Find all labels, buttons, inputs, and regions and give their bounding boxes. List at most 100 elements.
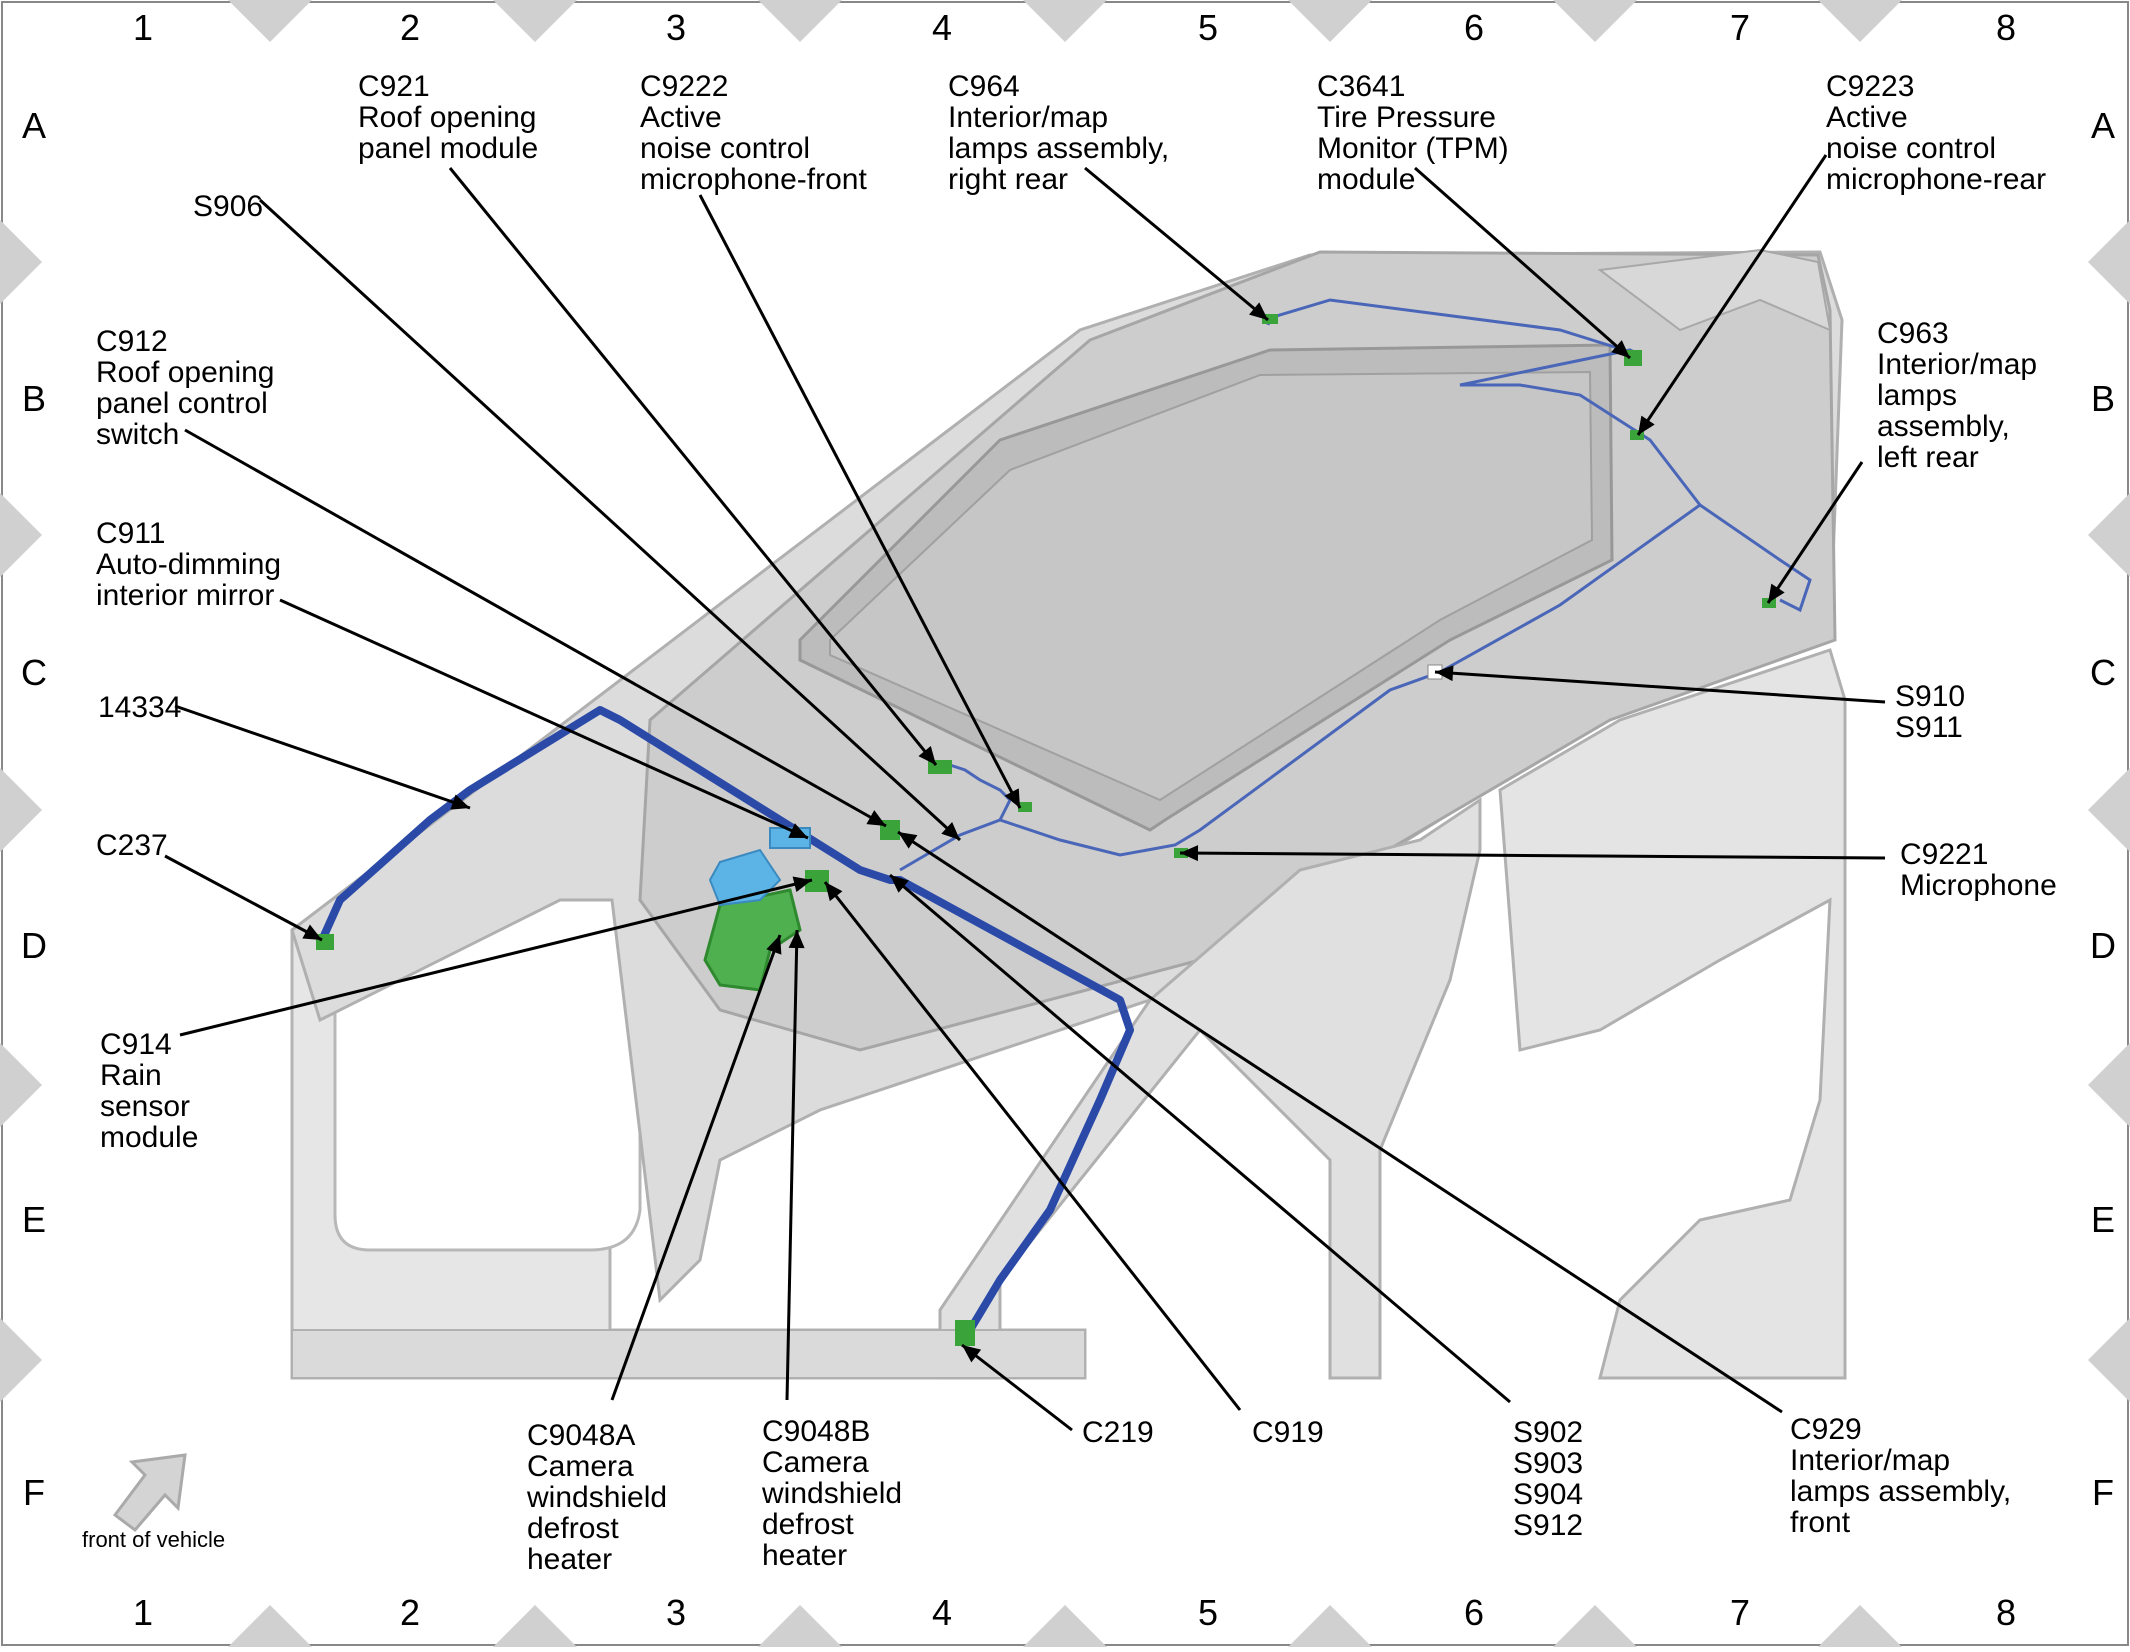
grid-column-bottom: 8 — [1996, 1592, 2016, 1633]
grid-row-left: B — [22, 378, 46, 419]
frame-diamond-top — [1553, 0, 1637, 42]
callout-line: windshield — [526, 1481, 667, 1514]
grid-column-top: 4 — [932, 7, 952, 48]
leader-line — [258, 198, 962, 842]
callout-line: Monitor (TPM) — [1317, 132, 1509, 165]
callout-n14334: 14334 — [98, 691, 471, 810]
grid-row-right: D — [2090, 925, 2116, 966]
front-of-vehicle-label: front of vehicle — [82, 1527, 225, 1552]
leader-arrowhead-icon — [1611, 340, 1630, 358]
frame-diamond-right — [2088, 1318, 2130, 1402]
callout-label: C919 — [1252, 1416, 1324, 1449]
leader-line — [279, 598, 809, 840]
leader-arrowhead-icon — [302, 924, 322, 940]
leader-line — [698, 194, 1022, 809]
callout-line: right rear — [948, 163, 1068, 196]
callout-line: C964 — [948, 70, 1020, 103]
rear-quarter — [1498, 648, 1847, 1380]
frame-diamond-top — [228, 0, 312, 42]
leader-arrowhead-icon — [898, 832, 918, 849]
leader-line — [1434, 670, 1886, 704]
callout-line: panel control — [96, 387, 268, 420]
connector-c9223 — [1630, 430, 1644, 440]
callout-line: defrost — [527, 1512, 619, 1545]
callout-line: Tire Pressure — [1317, 101, 1496, 134]
callout-line: C3641 — [1317, 70, 1405, 103]
leader-arrowhead-icon — [1435, 665, 1454, 682]
callout-line: Interior/map — [1790, 1444, 1950, 1477]
leader-arrowhead-icon — [825, 882, 843, 902]
grid-column-top: 5 — [1198, 7, 1218, 48]
connector-c914 — [805, 870, 829, 892]
roof-harness — [899, 503, 1812, 872]
frame-diamond-top — [1288, 0, 1372, 42]
leader-line — [610, 934, 782, 1401]
vehicle-body — [290, 248, 1847, 1380]
frame-diamond-bottom — [758, 1605, 842, 1647]
callout-label: C237 — [96, 829, 168, 862]
callout-line: sensor — [100, 1090, 190, 1123]
callout-line: C9222 — [640, 70, 728, 103]
leader-line — [889, 873, 1511, 1404]
grid-column-bottom: 4 — [932, 1592, 952, 1633]
leader-line — [174, 704, 471, 810]
frame-diamond-right — [2088, 493, 2130, 577]
leader-arrowhead-icon — [766, 935, 782, 955]
leader-line — [961, 1343, 1073, 1432]
callout-line: Active — [640, 101, 722, 134]
callout-line: left rear — [1877, 441, 1979, 474]
callout-line: C929 — [1790, 1413, 1862, 1446]
leader-arrowhead-icon — [890, 875, 909, 893]
connector-c3641 — [1624, 350, 1642, 366]
callout-label: 14334 — [98, 691, 181, 724]
grid-column-top: 8 — [1996, 7, 2016, 48]
frame-diamond-left — [0, 1043, 42, 1127]
leader-line — [1179, 851, 1886, 860]
callout-line: heater — [527, 1543, 612, 1576]
callout-line: C921 — [358, 70, 430, 103]
grid-row-right: C — [2090, 652, 2116, 693]
frame-diamond-bottom — [228, 1605, 312, 1647]
leader-arrowhead-icon — [918, 745, 936, 765]
frame-diamond-bottom — [493, 1605, 577, 1647]
callout-line: S902 — [1513, 1416, 1583, 1449]
callout-line: front — [1790, 1506, 1851, 1539]
grid-column-top: 1 — [133, 7, 153, 48]
callout-line: Active — [1826, 101, 1908, 134]
callout-line: module — [1317, 163, 1415, 196]
front-of-vehicle-indicator: front of vehicle — [82, 1453, 225, 1552]
leader-arrowhead-icon — [1768, 583, 1785, 603]
leader-arrowhead-icon — [1638, 415, 1655, 435]
grid-row-right: B — [2091, 378, 2115, 419]
callout-line: panel module — [358, 132, 538, 165]
leader-arrowhead-icon — [1249, 302, 1268, 320]
leader-line — [184, 428, 887, 828]
callout-c237: C237 — [96, 829, 323, 942]
leader-arrowhead-icon — [866, 810, 886, 826]
grid-row-left: F — [23, 1472, 45, 1513]
callout-line: Auto-dimming — [96, 548, 281, 581]
grid-column-top: 7 — [1730, 7, 1750, 48]
frame-diamond-left — [0, 220, 42, 304]
callout-line: lamps assembly, — [948, 132, 1169, 165]
leader-arrowhead-icon — [1004, 788, 1020, 808]
grid-column-top: 3 — [666, 7, 686, 48]
callout-line: assembly, — [1877, 410, 2010, 443]
frame-diamond-bottom — [1818, 1605, 1902, 1647]
callout-line: C219 — [1082, 1416, 1154, 1449]
leader-line — [1084, 166, 1269, 322]
rear-window-frame — [1597, 248, 1832, 332]
